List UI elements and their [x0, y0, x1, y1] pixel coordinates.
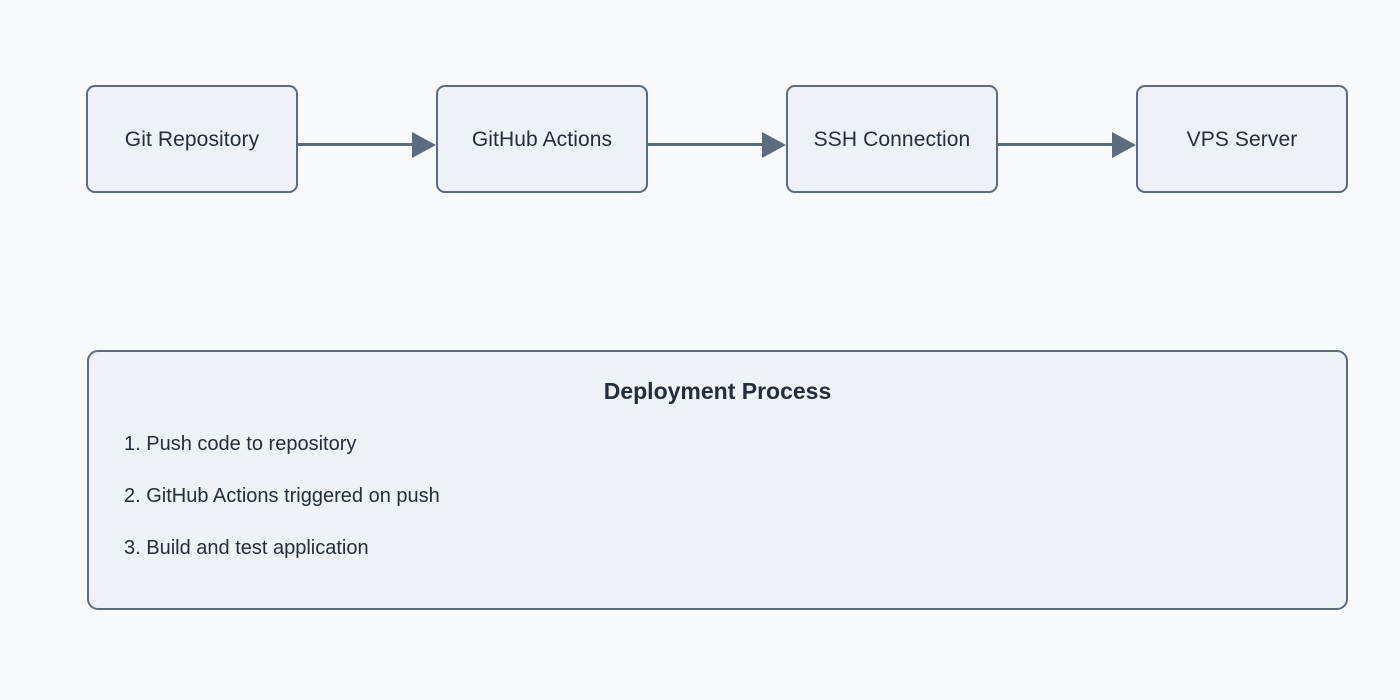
flow-connector-1: [298, 132, 436, 158]
flow-node-ssh-connection[interactable]: SSH Connection: [786, 85, 998, 193]
process-panel-title: Deployment Process: [603, 378, 832, 404]
process-step-list: 1. Push code to repository 2. GitHub Act…: [124, 434, 1326, 558]
flow-node-git-repository[interactable]: Git Repository: [86, 85, 298, 193]
flow-row: Git Repository GitHub Actions SSH Connec…: [0, 85, 1400, 195]
flow-node-vps-server[interactable]: VPS Server: [1136, 85, 1348, 193]
process-step-item: 1. Push code to repository: [124, 433, 357, 455]
flow-node-label: GitHub Actions: [471, 127, 613, 151]
connector-line: [998, 143, 1116, 146]
flow-node-label: Git Repository: [124, 127, 260, 151]
process-step-item: 2. GitHub Actions triggered on push: [124, 485, 440, 507]
arrow-right-icon: [412, 132, 436, 158]
flow-node-label: SSH Connection: [813, 127, 971, 151]
arrow-right-icon: [1112, 132, 1136, 158]
flow-node-github-actions[interactable]: GitHub Actions: [436, 85, 648, 193]
flow-node-label: VPS Server: [1186, 127, 1298, 151]
process-step-item: 3. Build and test application: [124, 537, 369, 559]
arrow-right-icon: [762, 132, 786, 158]
flow-connector-3: [998, 132, 1136, 158]
deployment-process-panel: Deployment Process 1. Push code to repos…: [87, 350, 1348, 610]
flow-connector-2: [648, 132, 786, 158]
connector-line: [298, 143, 416, 146]
connector-line: [648, 143, 766, 146]
